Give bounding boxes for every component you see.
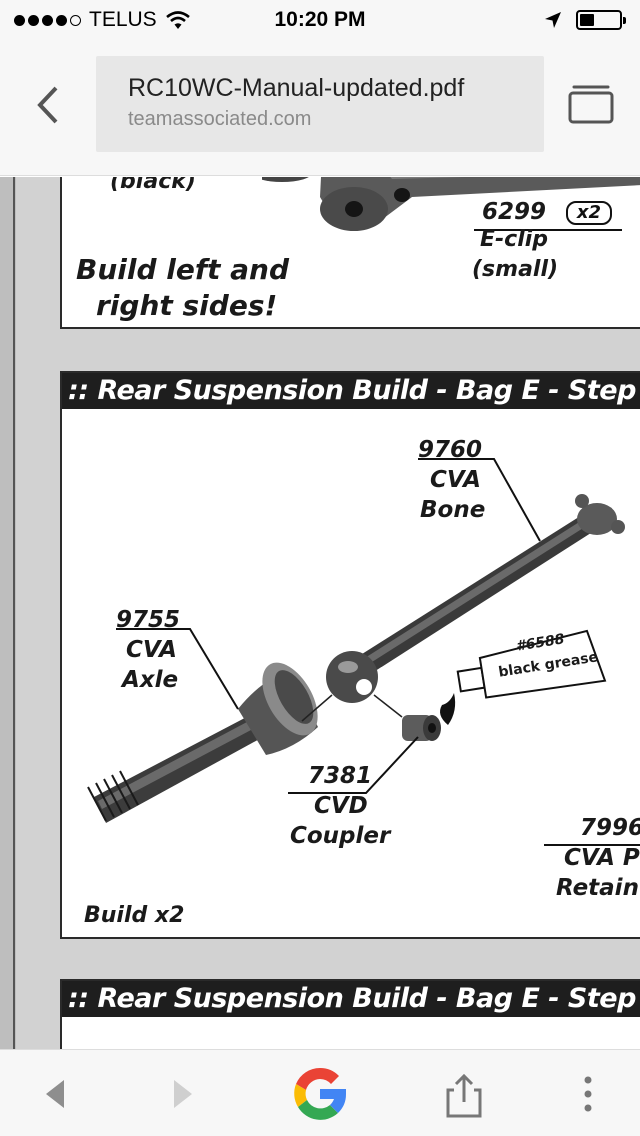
nav-back-triangle-icon[interactable] <box>34 1072 78 1116</box>
signal-dots-icon <box>14 14 81 26</box>
tabs-icon[interactable] <box>568 84 614 124</box>
quantity-label: x2 <box>576 202 602 223</box>
eclip-part-number: 6299 <box>482 199 547 225</box>
axle-thread <box>87 770 139 822</box>
panel-header-text: :: Rear Suspension Build - Bag E - Step <box>68 983 636 1014</box>
eclip-rule <box>474 229 622 231</box>
status-right <box>544 10 626 30</box>
instruction-panel-next: :: Rear Suspension Build - Bag E - Step <box>60 979 640 1049</box>
bone-part-name-1: CVA <box>430 467 481 493</box>
cva-driveshaft-illustration <box>87 458 625 823</box>
browser-toolbar: RC10WC-Manual-updated.pdf teamassociated… <box>0 40 640 176</box>
bone-part-number: 9760 <box>418 437 483 463</box>
viewer-gutter <box>13 177 15 1049</box>
coupler-part-name-2: Coupler <box>290 823 391 849</box>
google-g-icon[interactable] <box>290 1064 350 1124</box>
instruction-panel-cva: :: Rear Suspension Build - Bag E - Step <box>60 371 640 939</box>
battery-icon <box>576 10 626 30</box>
eclip-part-name: E-clip <box>480 227 549 252</box>
share-icon[interactable] <box>442 1070 486 1118</box>
axle-part-name-1: CVA <box>126 637 177 663</box>
instruction-panel-top: (black) 6299 x2 E-clip (small) Build lef… <box>60 177 640 329</box>
page-title: RC10WC-Manual-updated.pdf <box>128 74 465 102</box>
status-time: 10:20 PM <box>274 8 366 31</box>
wifi-icon <box>165 11 190 29</box>
bone-part-name-2: Bone <box>420 497 486 523</box>
nav-forward-triangle-icon[interactable] <box>160 1072 204 1116</box>
axle-part-name-2: Axle <box>122 667 179 693</box>
pin-part-name-1: CVA Pi <box>564 845 640 871</box>
eclip-part-size: (small) <box>472 257 559 282</box>
quantity-badge: x2 <box>566 201 612 225</box>
instruction-line-1: Build left and <box>76 253 290 286</box>
axle-part-number: 9755 <box>116 607 181 633</box>
pdf-viewer[interactable]: (black) 6299 x2 E-clip (small) Build lef… <box>0 177 640 1049</box>
build-note: Build x2 <box>84 903 185 928</box>
more-vertical-icon[interactable] <box>566 1072 610 1116</box>
pin-rule <box>544 844 640 846</box>
browser-bottom-bar <box>0 1049 640 1136</box>
label-black: (black) <box>110 177 196 194</box>
coupler-part-number: 7381 <box>308 763 373 789</box>
suspension-arm-illustration <box>262 177 640 231</box>
panel-header-text: :: Rear Suspension Build - Bag E - Step <box>68 375 636 406</box>
carrier-label: TELUS <box>89 8 157 31</box>
status-bar: TELUS 10:20 PM <box>0 0 640 40</box>
back-chevron-icon[interactable] <box>30 80 70 130</box>
page-domain: teamassociated.com <box>128 108 312 130</box>
pdf-page: (black) 6299 x2 E-clip (small) Build lef… <box>16 177 640 1049</box>
location-arrow-icon <box>545 12 561 28</box>
coupler-part-name-1: CVD <box>314 793 368 819</box>
panel-header: :: Rear Suspension Build - Bag E - Step <box>62 981 640 1017</box>
grease-tube <box>456 629 607 699</box>
pin-part-name-2: Retain <box>556 875 639 901</box>
pin-part-number: 7996 <box>580 815 640 841</box>
status-left: TELUS <box>14 8 191 32</box>
instruction-line-2: right sides! <box>96 289 278 322</box>
address-bar[interactable]: RC10WC-Manual-updated.pdf teamassociated… <box>96 56 544 152</box>
panel-header: :: Rear Suspension Build - Bag E - Step <box>62 373 640 409</box>
